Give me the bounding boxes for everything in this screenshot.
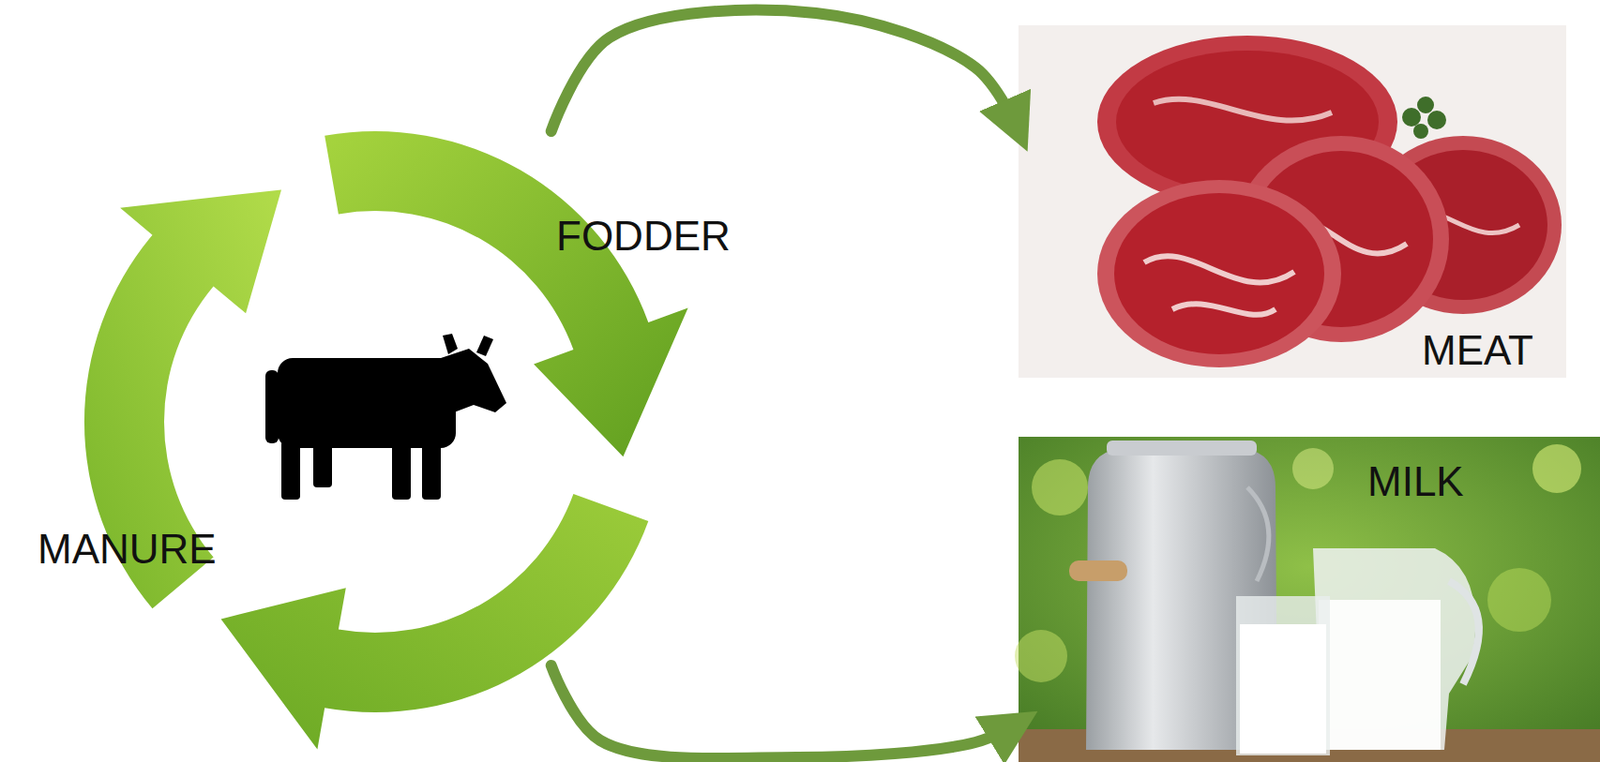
product-label: MILK <box>1367 461 1465 503</box>
product-label: MEAT <box>1421 330 1534 372</box>
product-photo: MILK <box>1018 437 1600 762</box>
curved-arrow <box>551 665 1019 759</box>
cow-icon <box>265 333 507 500</box>
product-photo: MEAT <box>1018 25 1567 378</box>
milk-photo <box>1014 437 1600 762</box>
cycle-label: MANURE <box>37 528 217 571</box>
recycle-arrow <box>221 494 650 751</box>
cycle-label: FODDER <box>556 215 731 257</box>
curved-arrow <box>551 10 1019 132</box>
cycle-group: FODDER MANURE <box>18 131 732 666</box>
meat-photo <box>1018 25 1567 378</box>
